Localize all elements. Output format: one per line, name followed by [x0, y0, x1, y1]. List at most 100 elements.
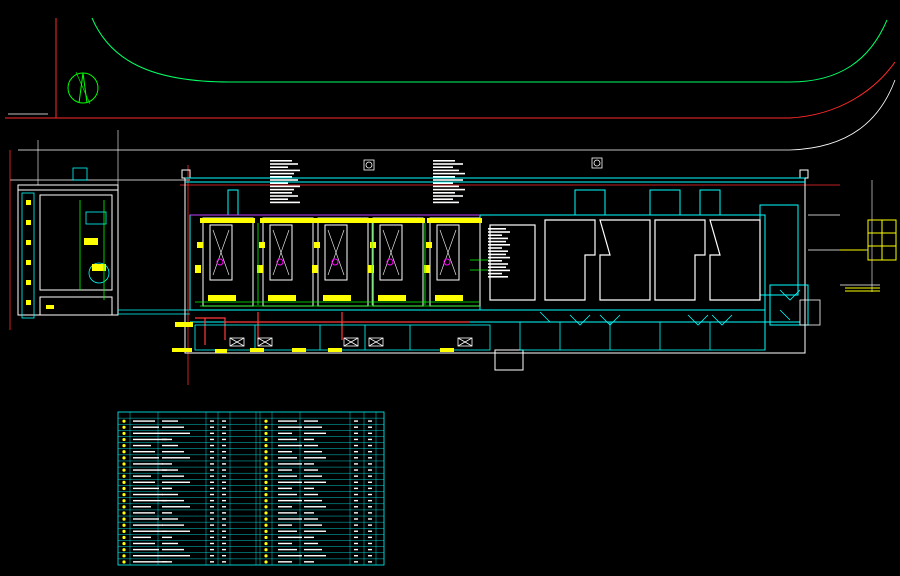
legend-text-stub [304, 487, 314, 490]
legend-text-stub [133, 524, 163, 526]
legend-text-stub [368, 444, 372, 447]
legend-text-stub [368, 561, 372, 563]
legend-symbol [264, 511, 268, 515]
legend-text-stub [210, 506, 214, 508]
legend-text-stub [210, 530, 214, 532]
legend-text-stub [222, 561, 226, 563]
legend-symbol [122, 535, 126, 540]
legend-text-stub [210, 463, 214, 465]
legend-text-stub [304, 469, 318, 471]
legend-text-stub [222, 512, 226, 514]
annotation-line [488, 260, 502, 262]
legend-text-stub [368, 536, 372, 539]
empty-bays [489, 219, 761, 301]
legend-text-stub [368, 542, 372, 545]
legend-text-stub [278, 475, 297, 477]
legend-text-stub [304, 518, 318, 520]
legend-symbol [122, 468, 126, 472]
legend-text-stub [368, 457, 372, 459]
legend-symbol [122, 529, 126, 533]
legend-text-stub [133, 512, 155, 514]
legend-text-stub [162, 426, 184, 428]
legend-symbol [264, 493, 268, 497]
annotation-line [433, 163, 463, 165]
legend-symbol [122, 486, 126, 491]
legend-text-stub [368, 506, 372, 508]
legend-text-stub [210, 561, 214, 563]
legend-text-stub [368, 487, 372, 490]
legend-text-stub [304, 561, 314, 563]
annotation-line [270, 192, 292, 194]
legend-text-stub [162, 542, 178, 545]
annotation-line [270, 182, 288, 184]
legend-text-stub [222, 542, 226, 545]
legend-symbol [264, 468, 268, 472]
legend-symbol [264, 437, 268, 442]
legend-text-stub [354, 457, 358, 459]
legend-text-stub [278, 420, 297, 422]
annotation-line [270, 195, 298, 197]
annotation-line [270, 198, 288, 200]
legend-text-stub [162, 536, 172, 539]
legend-text-stub [354, 561, 358, 563]
right-exterior-walls [799, 214, 880, 326]
legend-text-stub [222, 463, 226, 465]
legend-text-stub [304, 524, 322, 526]
legend-text-stub [133, 499, 167, 502]
legend-text-stub [133, 493, 163, 496]
legend-text-stub [304, 481, 326, 483]
column-marker-icon [363, 157, 603, 171]
legend-text-stub [304, 499, 322, 502]
legend-text-stub [368, 518, 372, 520]
legend-symbol [264, 554, 268, 558]
legend-text-stub [210, 426, 214, 428]
legend-text-stub [278, 555, 302, 557]
legend-text-stub [210, 499, 214, 502]
legend-text-stub [162, 444, 178, 447]
legend-text-stub [368, 481, 372, 483]
annotation-line [433, 176, 455, 178]
legend-text-stub [304, 530, 326, 532]
legend-text-stub [133, 420, 155, 422]
legend-text-stub [133, 432, 163, 435]
legend-text-stub [162, 561, 172, 563]
legend-text-stub [304, 420, 318, 422]
legend-text-stub [278, 530, 297, 532]
legend-text-stub [278, 438, 297, 441]
legend-text-stub [368, 512, 372, 514]
annotation-line [270, 160, 292, 162]
annotation-line [270, 176, 292, 178]
legend-text-stub [210, 481, 214, 483]
legend-text-stub [304, 506, 326, 508]
legend-text-stub [368, 450, 372, 453]
site-column-line [37, 130, 873, 292]
legend-text-stub [222, 506, 226, 508]
legend-text-stub [368, 499, 372, 502]
legend-symbol [264, 444, 268, 448]
legend-symbol [264, 548, 268, 552]
legend-text-stub [354, 518, 358, 520]
legend-text-stub [210, 438, 214, 441]
annotation-line [488, 266, 506, 268]
legend-text-stub [354, 524, 358, 526]
legend-text-stub [210, 524, 214, 526]
legend-symbol [122, 554, 126, 558]
legend-text-stub [133, 506, 151, 508]
legend-text-stub [222, 493, 226, 496]
annotation-block-left [270, 160, 300, 204]
legend-symbol [264, 505, 268, 509]
legend-symbol [122, 437, 126, 442]
legend-text-stub [354, 506, 358, 508]
legend-text-stub [354, 463, 358, 465]
legend-text-stub [210, 555, 214, 557]
legend-text-stub [162, 548, 184, 551]
legend-text-stub [278, 524, 292, 526]
legend-text-stub [278, 506, 292, 508]
legend-text-stub [162, 493, 178, 496]
annotation-line [488, 247, 502, 249]
legend-text-stub [368, 530, 372, 532]
annotation-line [488, 237, 508, 240]
main-building-inner-walls [185, 177, 809, 350]
legend-text-stub [354, 512, 358, 514]
